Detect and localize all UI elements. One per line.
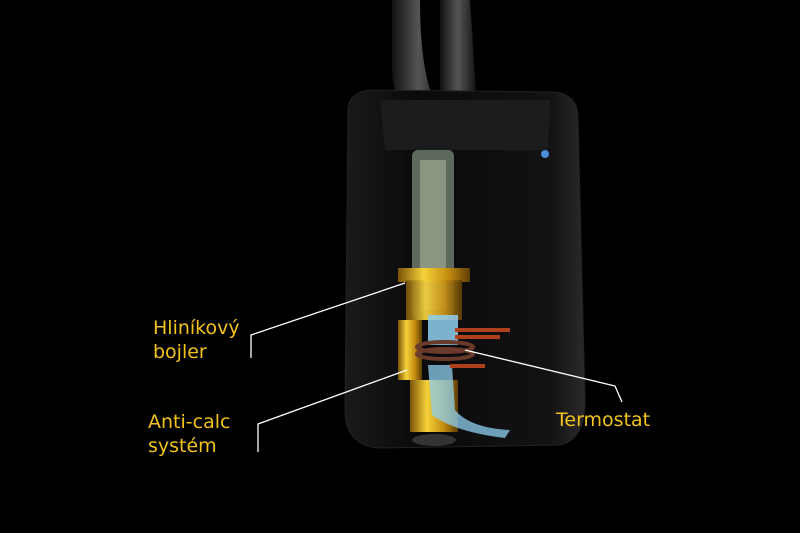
- leader-line-thermostat: [464, 349, 623, 403]
- label-thermostat: Termostat: [556, 409, 651, 431]
- label-anticalc: Anti-calc systém: [148, 410, 230, 458]
- label-anticalc-line2: systém: [148, 435, 217, 457]
- label-boiler-line1: Hliníkový: [153, 317, 240, 339]
- label-boiler-line2: bojler: [153, 341, 207, 363]
- boiler-flange: [398, 268, 470, 282]
- power-button-icon: [541, 150, 549, 158]
- body-top-panel: [380, 100, 550, 150]
- water-outlet: [428, 365, 510, 438]
- label-anticalc-line1: Anti-calc: [148, 411, 231, 433]
- leader-line-anticalc: [257, 369, 408, 452]
- leader-lines: [250, 282, 623, 452]
- label-boiler: Hliníkový bojler: [153, 316, 240, 364]
- leader-line-boiler: [250, 282, 406, 358]
- heating-coil: [415, 328, 510, 368]
- water-column: [428, 315, 458, 345]
- boiler-upper: [406, 280, 462, 320]
